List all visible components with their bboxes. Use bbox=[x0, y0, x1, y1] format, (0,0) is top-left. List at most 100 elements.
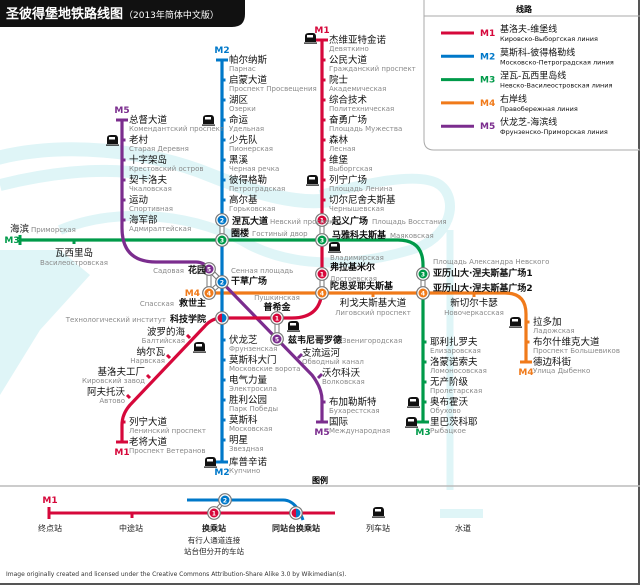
key-interchange-number: 1 bbox=[212, 510, 216, 517]
station-name-ru: Владимирская bbox=[330, 254, 384, 262]
station-name-ru: Парк Победы bbox=[229, 405, 278, 413]
key-line-label: M1 bbox=[42, 496, 57, 506]
interchange-number: 1 bbox=[320, 271, 324, 278]
station-name-ru: Старая Деревня bbox=[129, 145, 189, 153]
legend-line-ru: Московско-Петроградская линия bbox=[500, 58, 614, 66]
station-name-cn: 马雅科夫斯基 bbox=[332, 229, 387, 241]
train-rail bbox=[509, 326, 522, 328]
station-name-ru: Пушкинская bbox=[254, 294, 300, 302]
station-name-ru: Технологический институт bbox=[65, 316, 166, 324]
station-name-cn: 运动 bbox=[129, 195, 148, 206]
route-m4 bbox=[209, 291, 528, 362]
station-name-cn: 耶利扎罗夫 bbox=[430, 336, 478, 348]
key-sample-line-m2 bbox=[187, 498, 305, 521]
station-name-ru: Ленинский проспект bbox=[129, 427, 206, 435]
line-label-m4: M4 bbox=[185, 289, 200, 299]
interchange-number: 2 bbox=[220, 279, 224, 286]
legend-line-cn: 莫斯科-彼得格勒线 bbox=[500, 46, 575, 58]
station-name-cn: 黑溪 bbox=[229, 154, 249, 166]
station-name-cn: 高尔基 bbox=[229, 194, 258, 206]
key-interchange-fill bbox=[220, 495, 230, 505]
legend-line-id: M5 bbox=[480, 122, 495, 132]
interchange-fill bbox=[217, 215, 227, 225]
key-label-interchange: 换乘站 bbox=[202, 523, 226, 533]
station-name-cn: 森林 bbox=[329, 134, 349, 146]
station-name-ru: Купчино bbox=[229, 467, 260, 475]
train-station-icon bbox=[372, 507, 385, 518]
interchange-fill bbox=[317, 235, 327, 245]
interchange-fill bbox=[204, 288, 214, 298]
station-name-ru: Пионерская bbox=[229, 145, 273, 153]
station-name-ru: Московские ворота bbox=[229, 365, 300, 373]
station-name-ru: Выборгская bbox=[329, 165, 373, 173]
header-subtitle: （2013年简体中文版） bbox=[124, 9, 219, 21]
key-label-waterway: 水道 bbox=[455, 523, 471, 533]
station-name-cn: 无产阶级 bbox=[430, 376, 469, 388]
station-name-ru: Проспект Большевиков bbox=[533, 347, 620, 355]
station-name-cn: 列宁大道 bbox=[129, 416, 168, 428]
train-rail bbox=[328, 251, 341, 253]
station-name-ru: Чернышевская bbox=[329, 205, 384, 213]
station-name-ru: Балтийская bbox=[142, 337, 185, 345]
station-name-cn: 涅瓦大道 bbox=[232, 215, 268, 227]
train-window bbox=[408, 419, 414, 422]
station-name-ru: Проспект Просвещения bbox=[229, 85, 317, 93]
station-name-ru: Маяковская bbox=[390, 232, 434, 240]
line-end-label-m4: M4 bbox=[518, 368, 533, 378]
interchange-number: 1 bbox=[320, 217, 324, 224]
station-name-ru: Ладожская bbox=[533, 327, 575, 335]
interchange-fill bbox=[317, 215, 327, 225]
station-tick bbox=[185, 333, 192, 340]
station-name-cn: 支流运河 bbox=[302, 347, 341, 359]
station-name-cn: 切尔尼舍夫斯基 bbox=[329, 194, 396, 206]
key-half-m1 bbox=[291, 508, 296, 518]
station-name-cn: 总督大道 bbox=[129, 114, 168, 126]
station-name-cn: 利戈夫斯基大道 bbox=[340, 297, 407, 309]
station-tick bbox=[165, 353, 172, 360]
station-name-cn: 列宁广场 bbox=[329, 174, 367, 186]
key-interchange-fill bbox=[209, 508, 219, 518]
line-end-label-m5: M5 bbox=[114, 106, 129, 116]
station-name-cn: 沃尔科沃 bbox=[322, 367, 361, 379]
station-name-ru: Спортивная bbox=[129, 205, 173, 213]
line-end-label-m1: M1 bbox=[114, 448, 129, 458]
station-name-cn: 波罗的海 bbox=[147, 326, 186, 338]
station-name-ru: Кировский завод bbox=[82, 377, 145, 385]
train-window bbox=[307, 35, 313, 38]
train-station-icon bbox=[509, 317, 522, 328]
station-name-cn: 彼得格勒 bbox=[229, 174, 267, 186]
train-window bbox=[109, 137, 115, 140]
station-name-cn: 弗拉基米尔 bbox=[330, 261, 375, 273]
station-name-ru: Обводный канал bbox=[302, 358, 364, 366]
route-m3 bbox=[20, 238, 425, 422]
train-station-icon bbox=[204, 457, 217, 468]
routes bbox=[20, 40, 528, 462]
station-name-ru: Московская bbox=[229, 425, 272, 433]
station-name-cn: 莫斯科 bbox=[229, 414, 258, 426]
station-tick bbox=[316, 372, 324, 380]
line-legend-title: 线路 bbox=[516, 4, 533, 14]
legend-line-ru: Фрунзенско-Приморская линия bbox=[500, 128, 608, 136]
station-name-ru: Звездная bbox=[229, 445, 264, 453]
station-tick bbox=[125, 393, 132, 400]
station-name-cn: 科技学院 bbox=[170, 313, 206, 325]
station-name-ru: Волковская bbox=[322, 378, 365, 386]
station-name-ru: Площадь Ленина bbox=[329, 185, 393, 193]
station-name-cn: 国际 bbox=[329, 417, 349, 428]
station-name-ru: Горьковская bbox=[229, 205, 275, 213]
station-name-ru: Удельная bbox=[229, 125, 264, 133]
station-name-cn: 花园 bbox=[188, 264, 206, 276]
rail-stations bbox=[106, 33, 522, 468]
station-name-ru: Девяткино bbox=[329, 45, 369, 53]
key-label-terminus: 终点站 bbox=[38, 523, 62, 533]
interchange-number: 5 bbox=[275, 336, 279, 343]
interchange-fill bbox=[272, 313, 282, 323]
legend-line-cn: 右岸线 bbox=[500, 93, 527, 105]
train-rail bbox=[306, 184, 319, 186]
key-label-through: 中途站 bbox=[119, 523, 143, 533]
station-name-cn: 启蒙大道 bbox=[229, 74, 268, 86]
train-rail bbox=[407, 406, 420, 408]
station-name-ru: Парнас bbox=[229, 65, 256, 73]
